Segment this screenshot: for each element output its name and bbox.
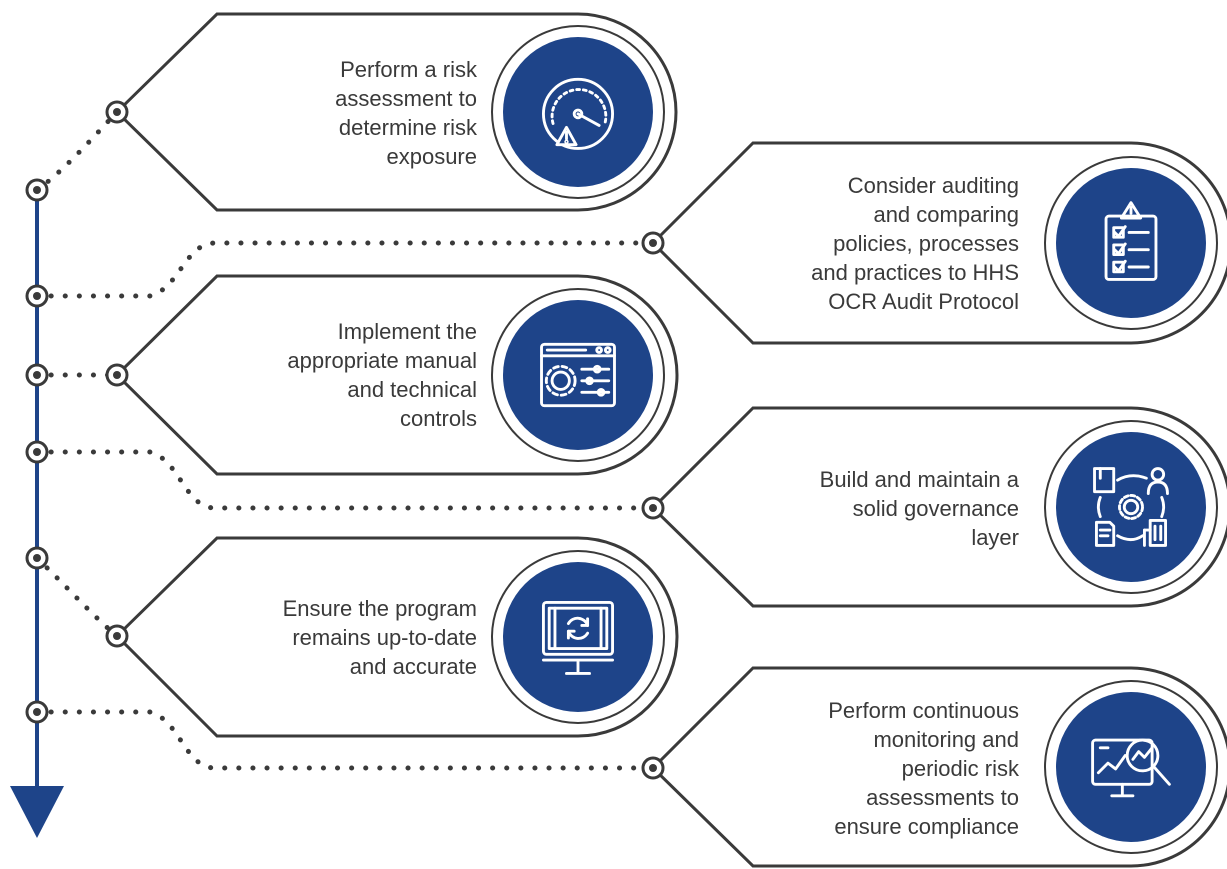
step-4-text: Build and maintain a solid governance la… <box>819 467 1019 550</box>
step-6-shape <box>650 666 1227 868</box>
monitoring-analytics-icon <box>1056 692 1206 842</box>
risk-gauge-warning-icon <box>503 37 653 187</box>
connector-6 <box>34 709 656 771</box>
clipboard-checklist-icon <box>1056 168 1206 318</box>
step-4-shape <box>650 406 1227 608</box>
monitor-refresh-icon <box>503 562 653 712</box>
step-5-text: Ensure the program remains up-to-date an… <box>282 596 477 679</box>
step-3-shape <box>114 274 679 476</box>
connector-4 <box>34 449 656 511</box>
step-1-text: Perform a risk assessment to determine r… <box>335 57 477 169</box>
step-6-text: Perform continuous monitoring and period… <box>828 698 1019 839</box>
step-1-shape <box>114 12 678 212</box>
step-2-text: Consider auditing and comparing policies… <box>811 173 1019 314</box>
step-2-shape <box>650 141 1227 345</box>
connector-2 <box>34 240 656 299</box>
step-5-shape <box>114 536 679 738</box>
connector-1 <box>34 109 120 193</box>
governance-network-icon <box>1056 432 1206 582</box>
settings-sliders-window-icon <box>503 300 653 450</box>
timeline-arrowhead <box>10 786 64 838</box>
connector-5 <box>34 555 120 639</box>
step-3-text: Implement the appropriate manual and tec… <box>287 319 477 431</box>
